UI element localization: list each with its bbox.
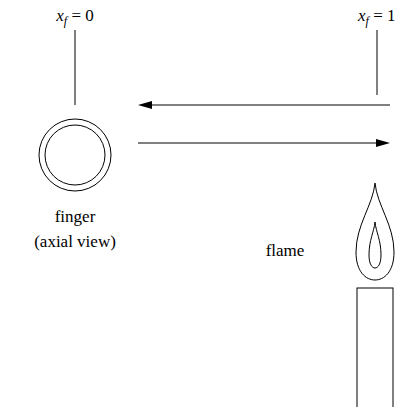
finger-label: finger (axial view) [34,204,116,254]
arrow [138,101,390,109]
candle-flame: flame [354,180,396,286]
arrow-shaft [150,105,390,106]
arrow [138,139,390,147]
position-label: xf = 1 [358,6,395,26]
finger-ring [45,125,105,185]
arrow-shaft [138,143,378,144]
finger-ring [39,119,111,191]
finger-circle: finger (axial view) [38,118,112,192]
node-outline [354,180,396,286]
node-outline [38,118,112,192]
flame-inner [369,222,381,268]
position-marker [75,30,76,105]
position-label: xf = 0 [56,6,93,26]
flame-outer [356,183,394,280]
arrow-head [376,139,390,147]
position-marker [377,30,378,95]
arrow-head [138,101,152,109]
candle-body [357,288,393,407]
flame-label: flame [266,238,305,263]
